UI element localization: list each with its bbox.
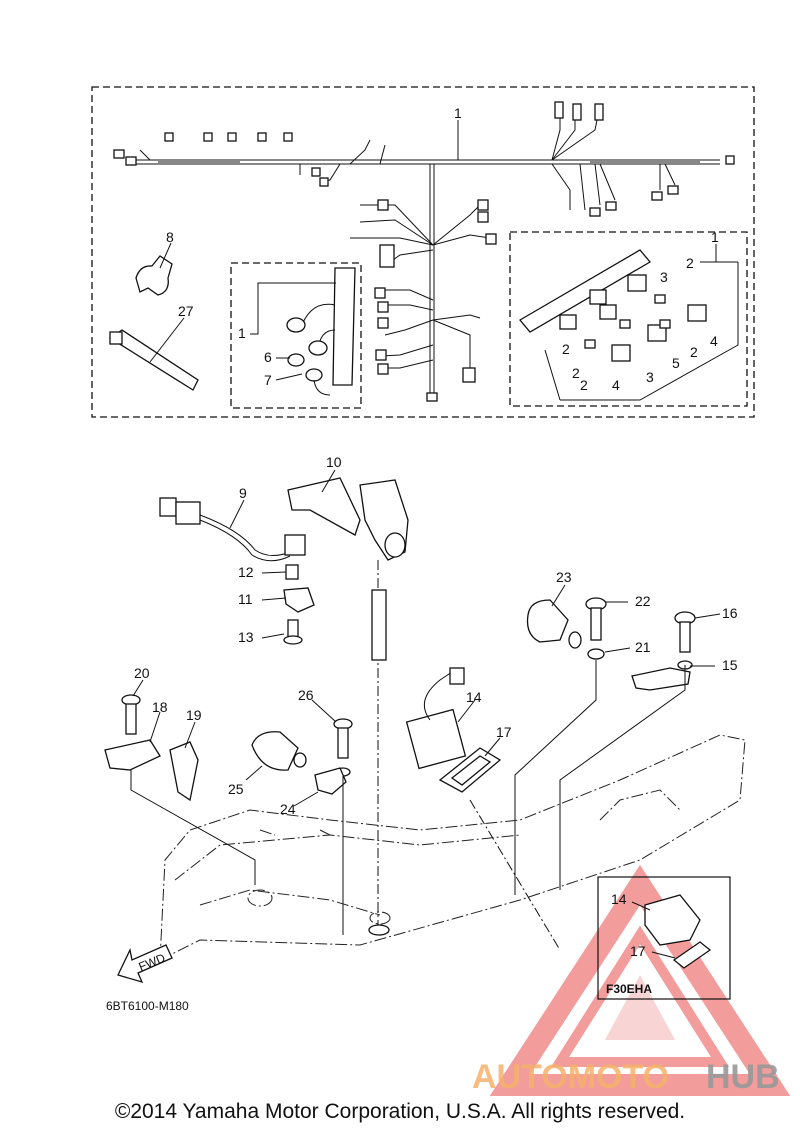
callout-5: 5 <box>672 355 680 371</box>
part-24-plate <box>314 767 347 795</box>
inset-lead-line-14 <box>631 901 651 911</box>
part-19-holder <box>169 741 199 802</box>
part-21-lead-line <box>514 660 597 895</box>
part-10-bracket <box>284 477 409 561</box>
part-26-screw <box>333 718 353 777</box>
callout-4-a: 4 <box>612 377 620 393</box>
callout-1-left-detail: 1 <box>238 325 246 341</box>
inset-part-17-rubber-mount <box>672 941 712 969</box>
part-12-collar <box>285 564 299 580</box>
callout-9: 9 <box>239 485 247 501</box>
lower-cowling <box>159 734 746 961</box>
part-15-lead-line <box>559 665 686 890</box>
callout-16: 16 <box>722 605 738 621</box>
inset-label: F30EHA <box>606 982 652 996</box>
copyright-notice: ©2014 Yamaha Motor Corporation, U.S.A. A… <box>114 1100 686 1123</box>
part-8-clip <box>135 255 173 296</box>
part-13-bolt <box>283 619 303 645</box>
callout-23: 23 <box>556 569 572 585</box>
callout-18: 18 <box>152 699 168 715</box>
callout-10: 10 <box>326 454 342 470</box>
part-11-plate <box>283 587 315 613</box>
callout-3-a: 3 <box>660 269 668 285</box>
callout-26: 26 <box>298 687 314 703</box>
harness-detail-sensor <box>286 267 356 396</box>
part-27-cable-tie <box>108 329 199 391</box>
inset-lead-line-17 <box>651 951 676 959</box>
callout-15: 15 <box>722 657 738 673</box>
harness-detail-box-left <box>230 262 362 409</box>
part-9-lead-wire <box>159 497 291 562</box>
callout-2-a: 2 <box>686 255 694 271</box>
relay-lead-line <box>469 799 561 951</box>
callout-20: 20 <box>134 665 150 681</box>
callout-1-right-detail: 1 <box>711 229 719 245</box>
callout-7: 7 <box>264 372 272 388</box>
callout-8: 8 <box>166 229 174 245</box>
callout-21: 21 <box>635 639 651 655</box>
wire-harness <box>113 101 735 402</box>
callout-12: 12 <box>238 564 254 580</box>
part-18-lead-line <box>130 770 256 885</box>
part-20-screw <box>121 694 141 735</box>
harness-detail-box-right <box>509 231 748 407</box>
callout-19: 19 <box>186 707 202 723</box>
part-21-washer <box>587 648 605 660</box>
harness-group-box <box>91 86 755 418</box>
callout-11: 11 <box>238 591 253 607</box>
callout-2-c: 2 <box>572 365 580 381</box>
watermark-text-automoto: AUTOMOTO <box>472 1058 669 1096</box>
part-25-clamp <box>251 731 307 771</box>
callout-2-b: 2 <box>562 341 570 357</box>
watermark-text-hub: HUB <box>706 1058 780 1096</box>
callout-leader-lines <box>132 120 721 807</box>
callout-2-d: 2 <box>580 377 588 393</box>
callout-1-main: 1 <box>454 105 462 121</box>
callout-17: 17 <box>496 724 512 740</box>
part-16-screw <box>674 611 696 670</box>
variant-inset-box <box>597 876 731 1000</box>
callout-inset-17: 17 <box>630 943 646 959</box>
part-22-screw <box>585 597 607 641</box>
part-14-relay <box>405 667 467 770</box>
callout-6: 6 <box>264 349 272 365</box>
callout-22: 22 <box>635 593 651 609</box>
callout-inset-14: 14 <box>611 891 627 907</box>
diagram-code: 6BT6100-M180 <box>106 999 189 1013</box>
part-15-clamp <box>631 667 691 691</box>
fwd-label: FWD <box>137 951 168 974</box>
callout-25: 25 <box>228 781 244 797</box>
callout-4-b: 4 <box>710 333 718 349</box>
callout-24: 24 <box>280 801 296 817</box>
callout-27: 27 <box>178 303 194 319</box>
harness-detail-connectors <box>519 249 739 401</box>
callout-13: 13 <box>238 629 254 645</box>
part-18-bracket <box>104 739 161 771</box>
callout-3-b: 3 <box>646 369 654 385</box>
part-23-clamp <box>526 599 582 649</box>
throttle-rod <box>368 560 390 936</box>
part-17-rubber-mount <box>438 747 502 793</box>
inset-part-14-relay <box>644 894 701 946</box>
callout-14: 14 <box>466 689 482 705</box>
fwd-arrow-icon: FWD <box>117 944 173 984</box>
callout-2-e: 2 <box>690 344 698 360</box>
